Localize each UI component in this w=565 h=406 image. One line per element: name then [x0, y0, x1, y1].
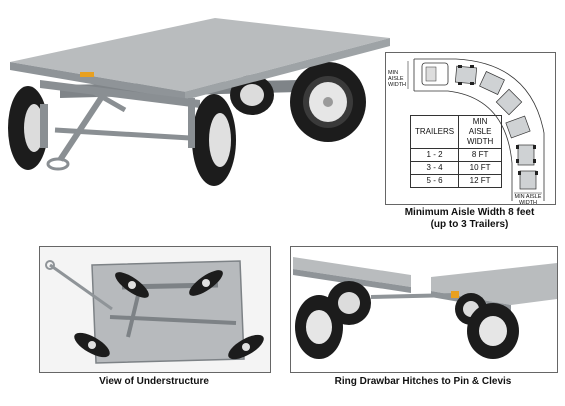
table-cell: 10 FT: [458, 161, 503, 175]
understructure-caption: View of Understructure: [99, 376, 209, 387]
table-header-row: TRAILERS MIN AISLE WIDTH: [409, 115, 503, 149]
aisle-caption: Minimum Aisle Width 8 feet (up to 3 Trai…: [385, 207, 554, 231]
table-row: 5 - 6 12 FT: [409, 174, 503, 188]
table-cell: 12 FT: [458, 174, 503, 188]
aisle-caption-line2: (up to 3 Trailers): [430, 219, 509, 230]
main-trailer-image: [8, 18, 390, 186]
table-cell: 8 FT: [458, 148, 503, 162]
min-aisle-label-top: MIN AISLE WIDTH: [388, 70, 407, 88]
aisle-diagram-panel: MIN AISLE WIDTH MIN AISLE WIDTH TRAILERS…: [385, 52, 556, 205]
trailer-icons: [454, 65, 537, 190]
aisle-caption-line1: Minimum Aisle Width 8 feet: [404, 207, 535, 218]
table-header: TRAILERS: [409, 115, 460, 149]
deck-top: [10, 18, 390, 92]
turning-diagram: [407, 58, 545, 201]
table-cell: 3 - 4: [409, 161, 460, 175]
hitch-caption: Ring Drawbar Hitches to Pin & Clevis: [334, 376, 512, 387]
table-row: 3 - 4 10 FT: [409, 161, 503, 175]
understructure-image: [40, 247, 270, 372]
hitch-image: [291, 247, 557, 372]
rear-wheel-right: [290, 62, 366, 142]
front-wheel-right: [188, 94, 236, 186]
front-wheel-left: [8, 86, 48, 170]
logo-badge: [80, 72, 94, 77]
tongue-ring: [46, 157, 70, 171]
aisle-width-table: TRAILERS MIN AISLE WIDTH 1 - 2 8 FT 3 - …: [409, 115, 503, 188]
min-aisle-label-bottom: MIN AISLE WIDTH: [514, 194, 542, 205]
table-cell: 5 - 6: [409, 174, 460, 188]
understructure-panel: [39, 246, 271, 373]
table-row: 1 - 2 8 FT: [409, 148, 503, 162]
table-header: MIN AISLE WIDTH: [458, 115, 503, 149]
hitch-panel: [290, 246, 558, 373]
table-cell: 1 - 2: [409, 148, 460, 162]
